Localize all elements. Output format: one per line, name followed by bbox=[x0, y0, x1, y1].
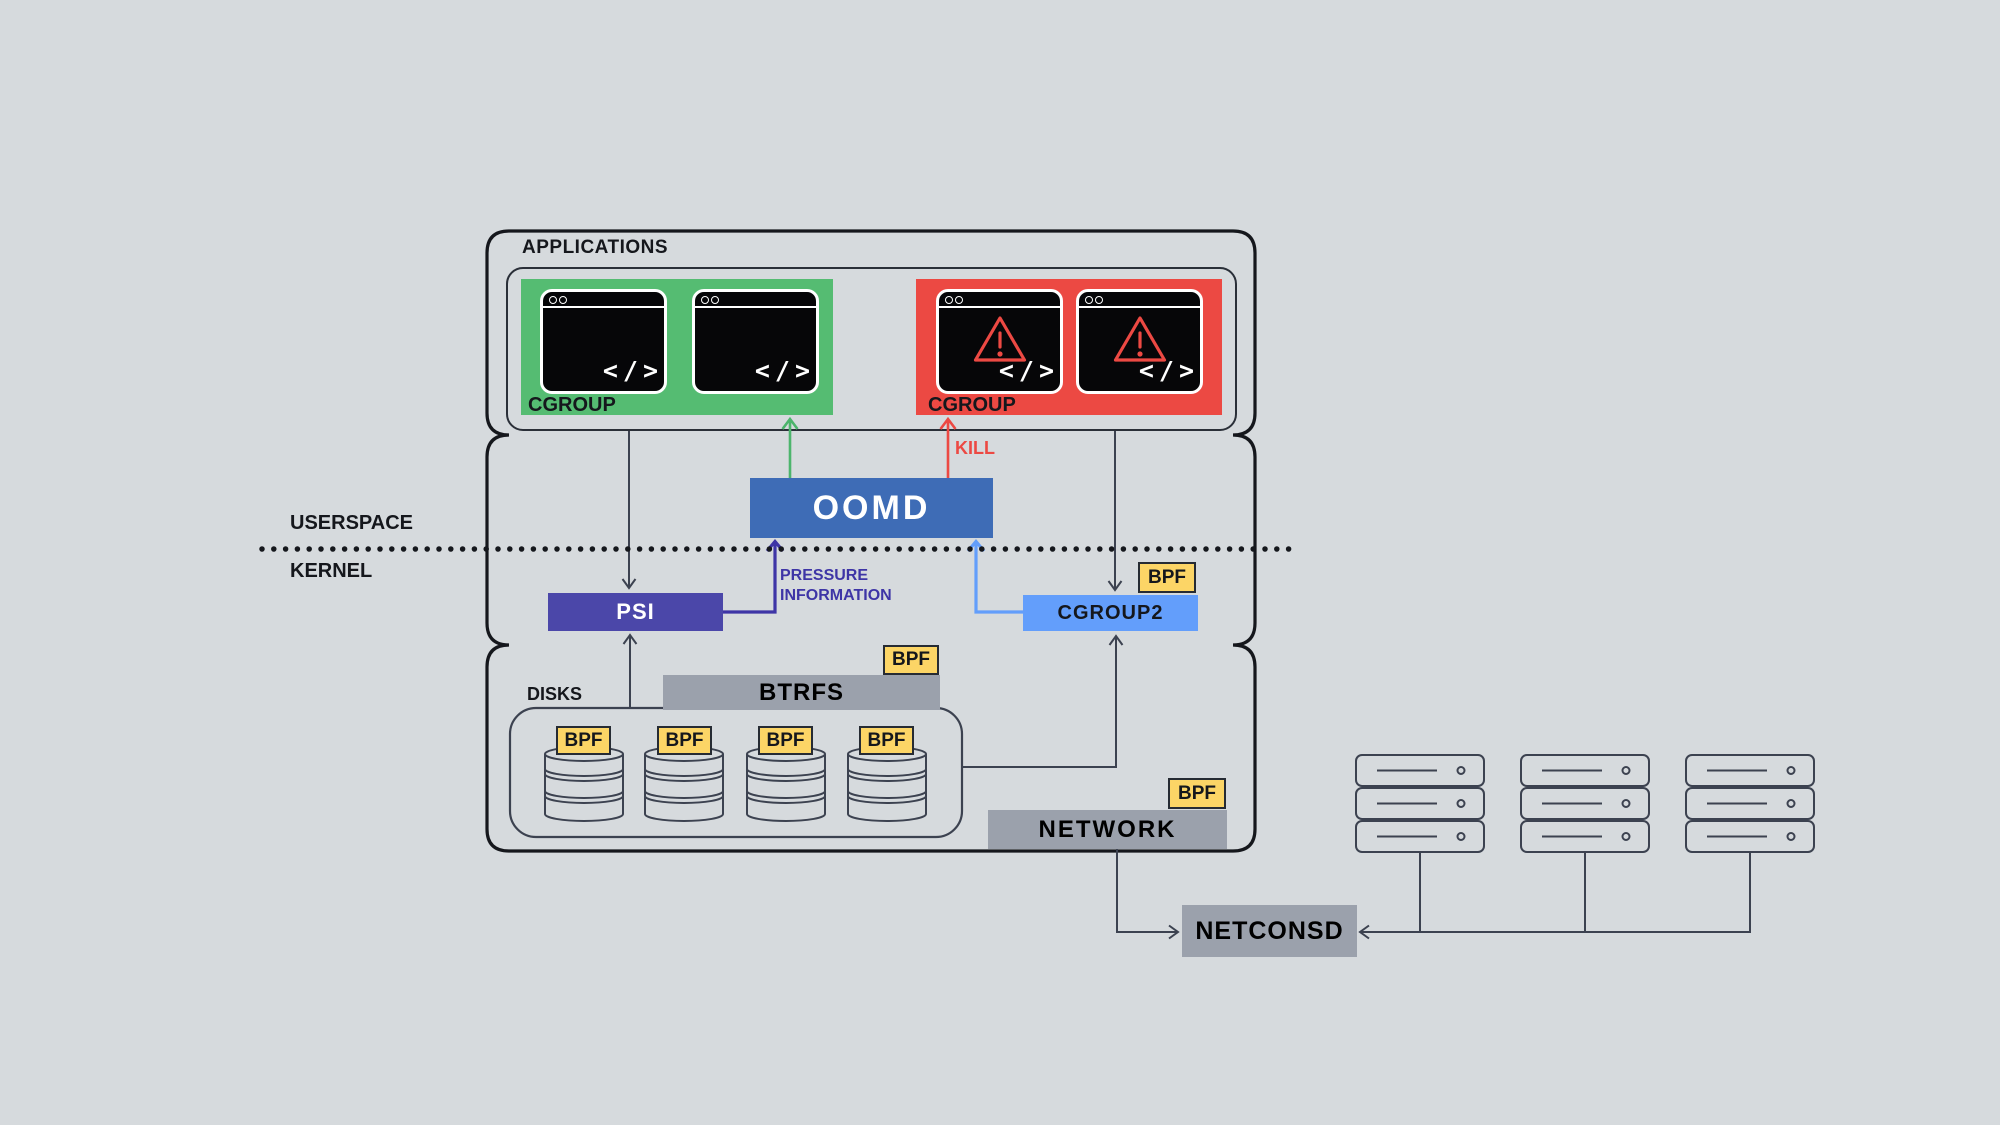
arrow-disks-to-psi bbox=[622, 633, 638, 708]
arrow-oomd-to-healthy-cgroup bbox=[781, 416, 799, 478]
arrow-cgroup2-to-oomd bbox=[966, 539, 1023, 614]
dark-connectors bbox=[621, 431, 1751, 940]
code-glyph: </> bbox=[602, 356, 663, 385]
server-rack-icon bbox=[1520, 754, 1650, 853]
bpf-badge-disk-3: BPF bbox=[758, 726, 813, 755]
btrfs-box: BTRFS bbox=[663, 675, 940, 710]
terminal-window-warning-icon: </> bbox=[1076, 289, 1203, 394]
disk-cylinder-icon bbox=[544, 746, 624, 822]
disk-cylinder-icon bbox=[644, 746, 724, 822]
disks-label: DISKS bbox=[527, 684, 583, 704]
terminal-window-warning-icon: </> bbox=[936, 289, 1063, 394]
bpf-badge-disk-4: BPF bbox=[859, 726, 914, 755]
arrow-disks-to-cgroup2 bbox=[963, 634, 1124, 768]
window-dot-icon bbox=[701, 295, 709, 304]
oomd-box: OOMD bbox=[750, 478, 993, 538]
terminal-titlebar bbox=[543, 292, 664, 308]
cgroup2-box: CGROUP2 bbox=[1023, 595, 1198, 631]
arrow-cgroup-to-psi bbox=[621, 431, 637, 590]
outer-system-container bbox=[485, 229, 1257, 853]
code-glyph: </> bbox=[754, 356, 815, 385]
bpf-badge-cgroup2: BPF bbox=[1138, 562, 1196, 593]
applications-title: APPLICATIONS bbox=[522, 237, 669, 258]
kill-arrow-label: KILL bbox=[955, 438, 995, 458]
server-rack-icon bbox=[1355, 754, 1485, 853]
bpf-badge-disk-2: BPF bbox=[657, 726, 712, 755]
arrow-cgroup-to-cgroup2 bbox=[1107, 431, 1123, 592]
arrow-servers-to-netconsd bbox=[1358, 853, 1751, 940]
window-dot-icon bbox=[549, 295, 557, 304]
cgroup-killed-label: CGROUP bbox=[928, 394, 1016, 416]
kernel-label: KERNEL bbox=[290, 560, 373, 582]
terminal-titlebar bbox=[939, 292, 1060, 308]
code-glyph: </> bbox=[998, 356, 1059, 385]
warning-triangle-icon bbox=[973, 316, 1026, 362]
pressure-line2: INFORMATION bbox=[780, 587, 892, 604]
psi-box: PSI bbox=[548, 593, 723, 631]
arrow-network-to-netconsd bbox=[1116, 845, 1180, 940]
arrow-psi-to-oomd bbox=[723, 539, 785, 614]
applications-inner-container bbox=[506, 267, 1237, 431]
netconsd-box: NETCONSD bbox=[1182, 905, 1357, 957]
bpf-badge-disk-1: BPF bbox=[556, 726, 611, 755]
userspace-label: USERSPACE bbox=[290, 512, 413, 534]
pressure-information-annotation: PRESSURE INFORMATION bbox=[780, 566, 892, 606]
window-dot-icon bbox=[711, 295, 719, 304]
server-rack-icon bbox=[1685, 754, 1815, 853]
disk-cylinder-icon bbox=[847, 746, 927, 822]
terminal-window-icon: </> bbox=[540, 289, 667, 394]
window-dot-icon bbox=[559, 295, 567, 304]
network-box: NETWORK bbox=[988, 810, 1227, 849]
window-dot-icon bbox=[955, 295, 963, 304]
terminal-window-icon: </> bbox=[692, 289, 819, 394]
pressure-line1: PRESSURE bbox=[780, 567, 869, 584]
disk-cylinder-icon bbox=[746, 746, 826, 822]
warning-triangle-icon bbox=[1113, 316, 1166, 362]
bpf-badge-btrfs: BPF bbox=[883, 645, 939, 675]
cgroup-healthy-label: CGROUP bbox=[528, 394, 616, 416]
window-dot-icon bbox=[945, 295, 953, 304]
terminal-titlebar bbox=[695, 292, 816, 308]
arrow-oomd-kill-cgroup bbox=[939, 416, 957, 478]
code-glyph: </> bbox=[1138, 356, 1199, 385]
window-dot-icon bbox=[1085, 295, 1093, 304]
terminal-titlebar bbox=[1079, 292, 1200, 308]
window-dot-icon bbox=[1095, 295, 1103, 304]
bpf-badge-network: BPF bbox=[1168, 778, 1226, 809]
